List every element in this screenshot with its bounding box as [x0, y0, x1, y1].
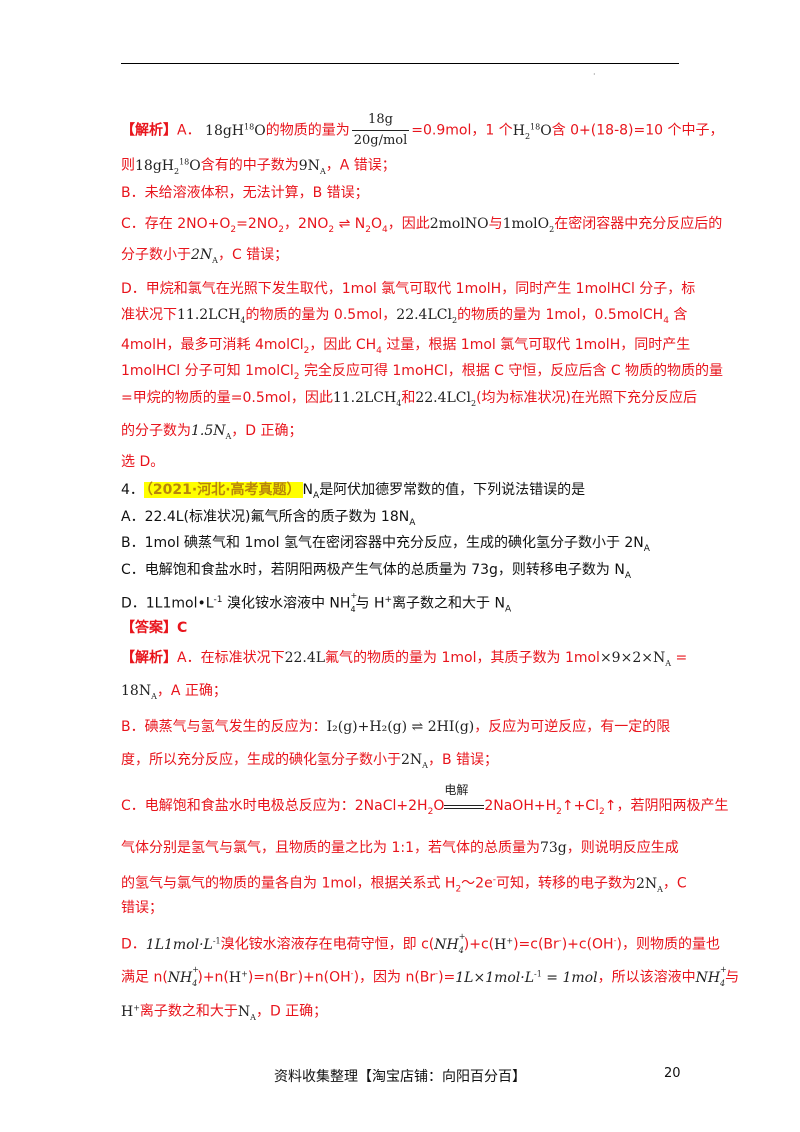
- question4-stem: 4．（2021·河北·高考真题）NA是阿伏加德罗常数的值，下列说法错误的是: [121, 482, 586, 501]
- header-rule: [121, 63, 679, 64]
- analysis4-line11: H+离子数之和大于NA，D 正确；: [121, 1003, 328, 1022]
- analysis3-line8: 4molH，最多可消耗 4molCl2，因此 CH4 过量，根据 1mol 氯气…: [121, 337, 691, 356]
- analysis4-line1: 【解析】A．在标准状况下22.4L氟气的物质的量为 1mol，其质子数为 1mo…: [121, 650, 688, 668]
- analysis3-line11: 的分子数为1.5NA，D 正确；: [121, 423, 303, 441]
- analysis4-line6: 气体分别是氢气与氯气，且物质的量之比为 1:1，若气体的总质量为73g，则说明反…: [121, 840, 679, 856]
- analysis3-line5: 分子数小于2NA，C 错误；: [121, 247, 289, 265]
- answer-tag: 【答案】: [121, 620, 177, 636]
- analysis4-line3: B．碘蒸气与氢气发生的反应为：I₂(g)+H₂(g) ⇌ 2HI(g)，反应为可…: [121, 719, 671, 735]
- analysis4-line4: 度，所以充分反应，生成的碘化氢分子数小于2NA，B 错误；: [121, 752, 499, 770]
- page-footer: 资料收集整理【淘宝店铺：向阳百分百】: [274, 1069, 526, 1085]
- electrolysis-condition: 电解: [444, 783, 485, 816]
- option-b: B．1mol 碘蒸气和 1mol 氢气在密闭容器中充分反应，生成的碘化氢分子数小…: [121, 535, 650, 554]
- header-dot: ·: [593, 70, 596, 79]
- analysis4-line7: 的氢气与氯气的物质的量各自为 1mol，根据关系式 H2～2e-可知，转移的电子…: [121, 875, 687, 895]
- analysis4-line10: 满足 n(NH+4)+n(H+)=n(Br-)+n(OH-)，因为 n(Br-)…: [121, 964, 740, 988]
- analysis4-line8: 错误；: [121, 900, 163, 916]
- option-a: A．22.4L(标准状况)氟气所含的质子数为 18NA: [121, 509, 416, 528]
- analysis3-line7: 准状况下11.2LCH4的物质的量为 0.5mol，22.4LCl2的物质的量为…: [121, 307, 688, 326]
- option-c: C．电解饱和食盐水时，若阴阳两极产生气体的总质量为 73g，则转移电子数为 NA: [121, 562, 632, 581]
- analysis3-conclusion: 选 D。: [121, 454, 165, 470]
- analysis3-line9: 1molHCl 分子可知 1molCl2 完全反应可得 1moHCl，根据 C …: [121, 363, 724, 382]
- option-d: D．1L1mol•L-1 溴化铵水溶液中 NH+4与 H+离子数之和大于 NA: [121, 590, 512, 615]
- analysis3-line3: B．未给溶液体积，无法计算，B 错误；: [121, 185, 369, 201]
- analysis4-line9: D．1L1mol·L-1溴化铵水溶液存在电荷守恒，即 c(NH+4)+c(H+)…: [121, 931, 720, 955]
- analysis3-line4: C．存在 2NO+O2=2NO2，2NO2 ⇌ N2O4，因此2molNO与1m…: [121, 216, 723, 235]
- analysis3-line10: =甲烷的物质的量=0.5mol，因此11.2LCH4和22.4LCl2(均为标准…: [121, 390, 698, 408]
- analysis3-line6: D．甲烷和氯气在光照下发生取代，1mol 氯气可取代 1molH，同时产生 1m…: [121, 281, 696, 297]
- answer-value: C: [177, 620, 188, 636]
- page-number: 20: [664, 1066, 681, 1081]
- answer-line: 【答案】C: [121, 618, 187, 638]
- analysis3-line2: 则18gH218O含有的中子数为9NA，A 错误；: [121, 157, 396, 176]
- source-highlight: （2021·河北·高考真题）: [143, 482, 303, 498]
- analysis-tag: 【解析】: [121, 122, 177, 139]
- analysis4-line2: 18NA，A 正确；: [121, 683, 227, 701]
